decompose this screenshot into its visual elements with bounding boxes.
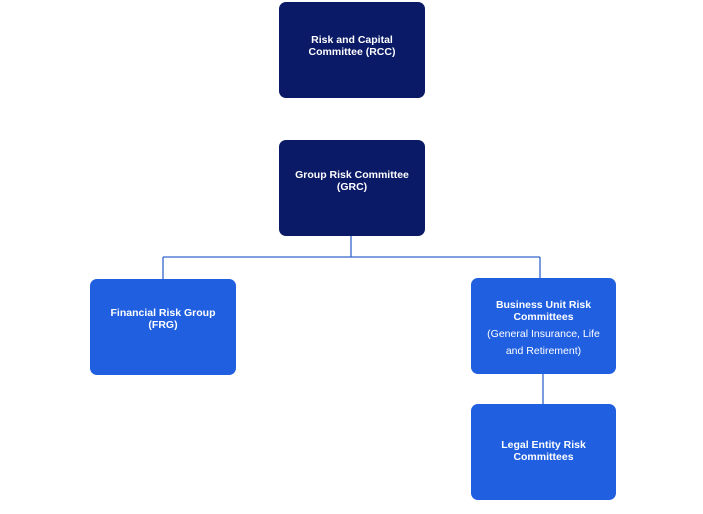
business-unit-node-subtitle: (General Insurance, Life and Retirement) [487, 328, 600, 357]
business-unit-node-title: Business Unit Risk Committees [495, 299, 592, 323]
rcc-node: Risk and Capital Committee (RCC) [279, 2, 425, 98]
legal-entity-node-title: Legal Entity Risk Committees [501, 439, 586, 463]
grc-node: Group Risk Committee (GRC) [279, 140, 425, 236]
rcc-node-title: Risk and Capital Committee (RCC) [308, 34, 396, 58]
grc-node-title: Group Risk Committee (GRC) [295, 169, 409, 193]
business-unit-node: Business Unit Risk Committees (General I… [471, 278, 616, 374]
frg-node-title: Financial Risk Group (FRG) [110, 307, 216, 331]
frg-node: Financial Risk Group (FRG) [90, 279, 236, 375]
legal-entity-node: Legal Entity Risk Committees [471, 404, 616, 500]
